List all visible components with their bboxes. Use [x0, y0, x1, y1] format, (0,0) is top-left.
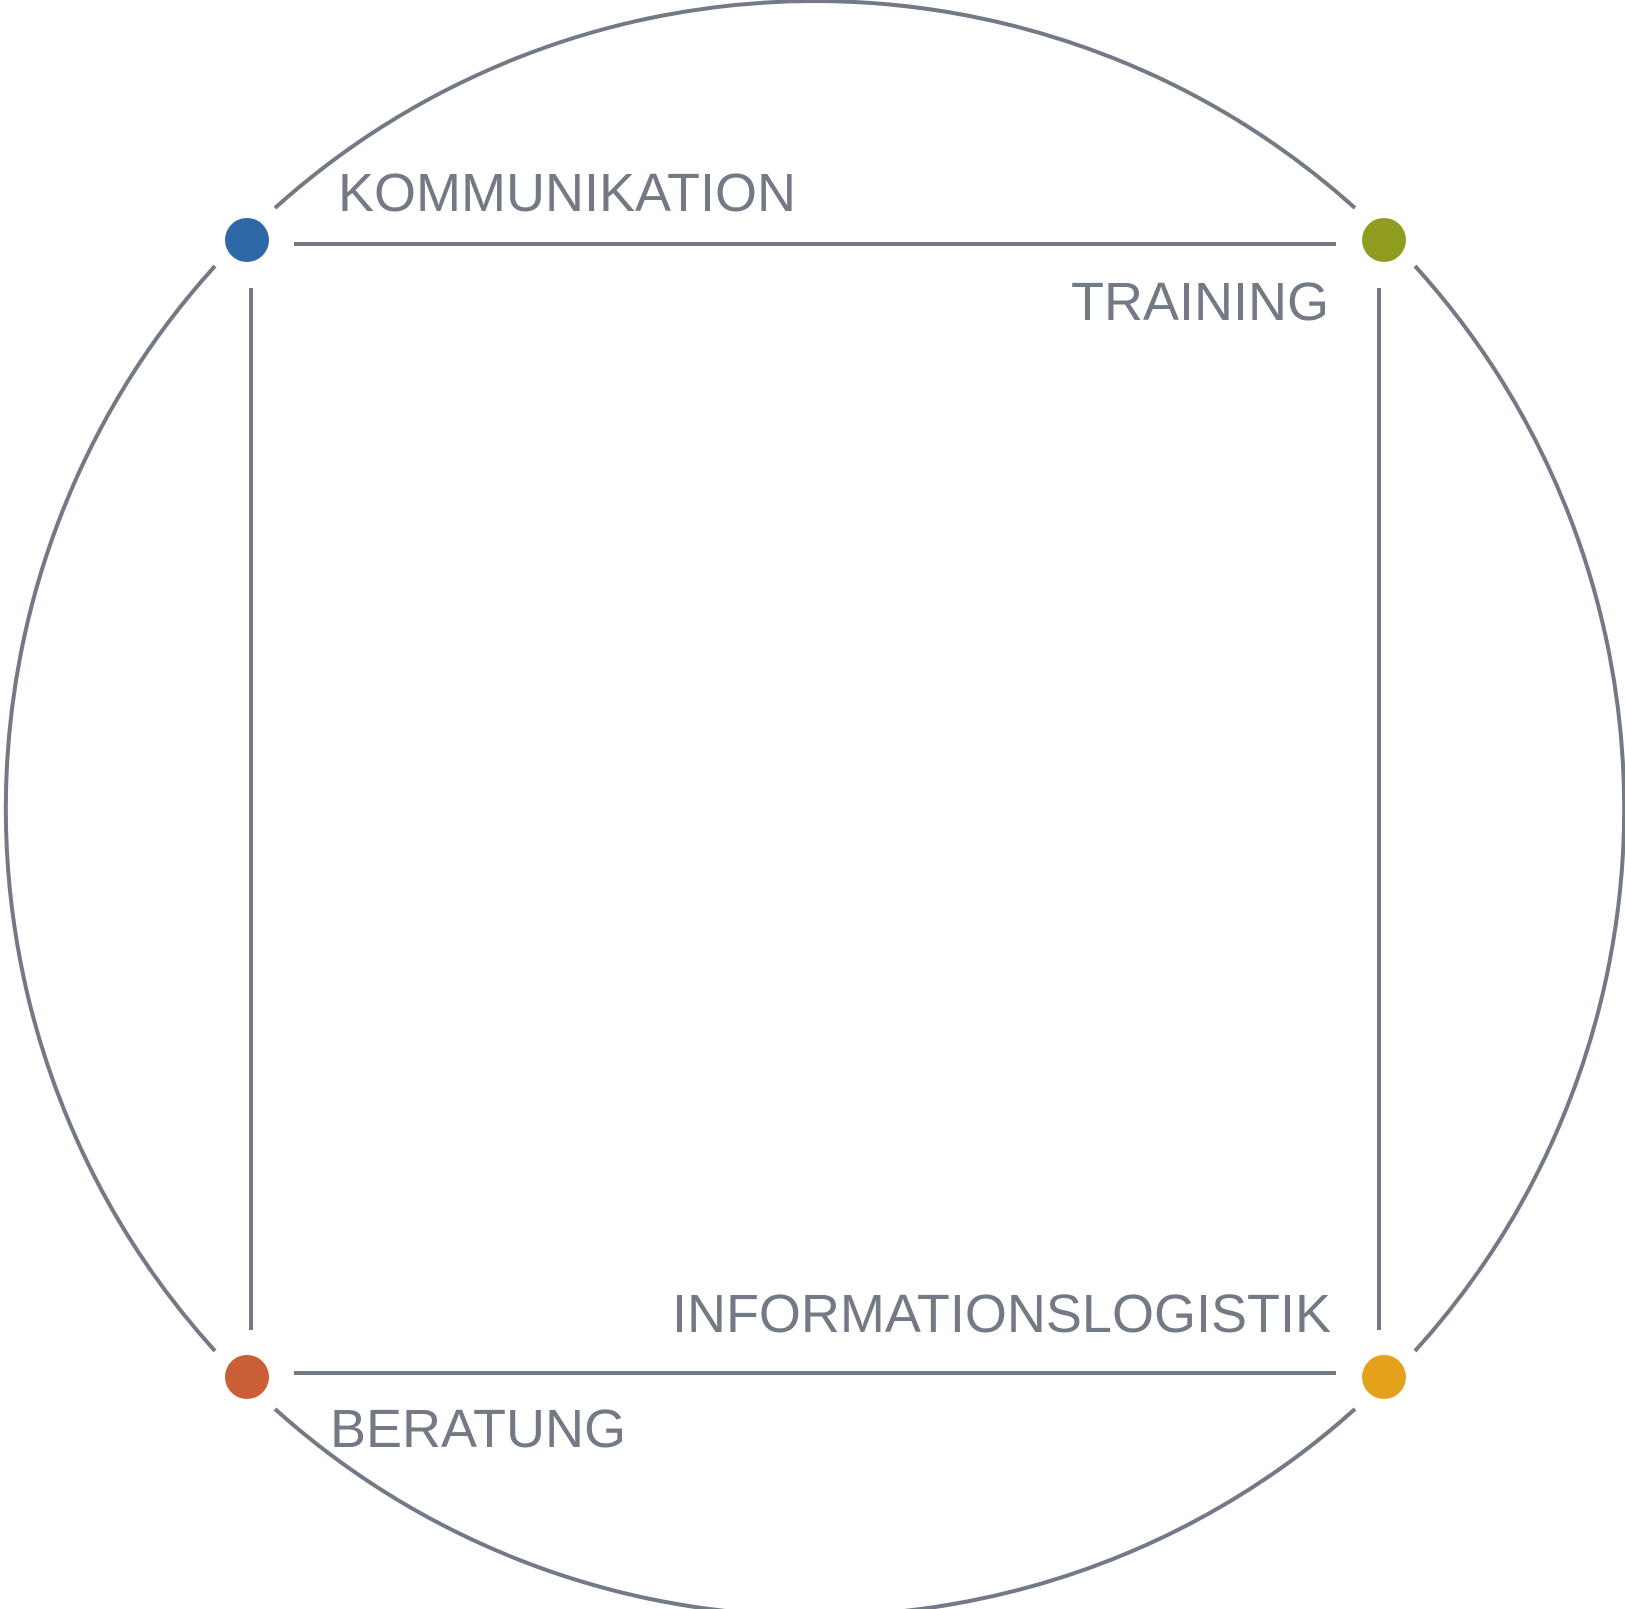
node-dot-beratung	[225, 1355, 269, 1399]
circle-arc-right	[1413, 264, 1625, 1353]
node-dot-training	[1362, 218, 1406, 262]
label-informationslogistik: INFORMATIONSLOGISTIK	[672, 1284, 1331, 1344]
circle-arc-left	[3, 264, 217, 1353]
circle-arc-bottom	[273, 1407, 1357, 1609]
label-training: TRAINING	[1071, 272, 1329, 332]
circle-arc-top	[273, 0, 1357, 210]
inner-square	[249, 242, 1381, 1375]
node-dot-kommunikation	[225, 218, 269, 262]
corner-dots	[225, 218, 1406, 1399]
node-labels: KOMMUNIKATION TRAINING BERATUNG INFORMAT…	[330, 163, 1331, 1459]
outer-circle	[3, 0, 1625, 1609]
label-beratung: BERATUNG	[330, 1399, 626, 1459]
label-kommunikation: KOMMUNIKATION	[338, 163, 796, 223]
node-dot-informationslogistik	[1362, 1355, 1406, 1399]
